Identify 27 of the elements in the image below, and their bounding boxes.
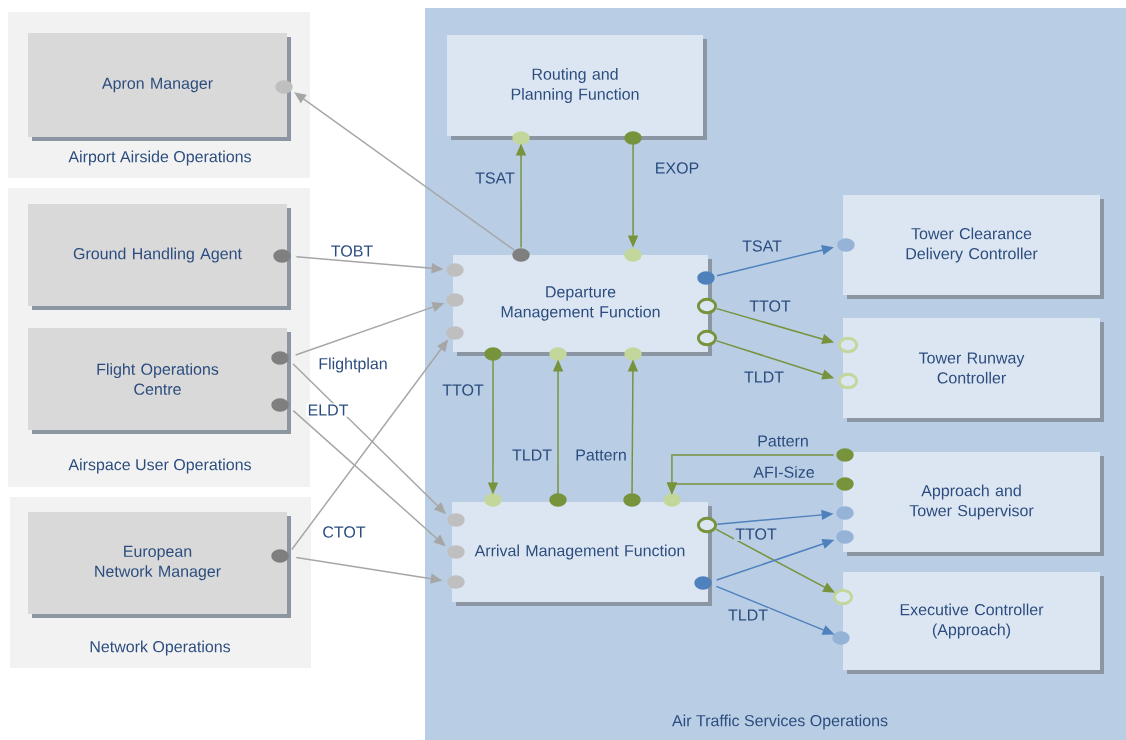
process-box: Apron Manager	[28, 33, 291, 141]
process-box: Departure Management Function	[453, 255, 712, 356]
edge-label: TTOT	[747, 299, 793, 313]
edge-label: TLDT	[726, 608, 770, 622]
process-box: Tower Runway Controller	[843, 318, 1104, 422]
process-box: Approach and Tower Supervisor	[843, 452, 1104, 556]
edge-label: Pattern	[755, 434, 811, 448]
edge-label: ELDT	[306, 403, 350, 417]
edge-label: TOBT	[329, 244, 375, 258]
process-box: European Network Manager	[28, 512, 291, 618]
edge-label: EXOP	[653, 161, 701, 175]
edge-label: CTOT	[321, 525, 367, 539]
edge-label: TSAT	[473, 171, 517, 185]
edge-label: TTOT	[733, 527, 779, 541]
process-box: Ground Handling Agent	[28, 204, 291, 310]
edge-label: TTOT	[440, 383, 486, 397]
edge-label: Flightplan	[317, 356, 390, 374]
process-box: Tower Clearance Delivery Controller	[843, 195, 1104, 299]
edge-label: TLDT	[742, 370, 786, 384]
process-box: Executive Controller (Approach)	[843, 572, 1104, 674]
edge-label: TLDT	[510, 448, 554, 462]
process-box: Flight Operations Centre	[28, 328, 291, 434]
edge-label: TSAT	[740, 239, 784, 253]
arrow	[294, 92, 515, 251]
process-box: Arrival Management Function	[452, 502, 712, 606]
process-box: Routing and Planning Function	[447, 35, 707, 140]
edge-label: Pattern	[573, 448, 629, 462]
